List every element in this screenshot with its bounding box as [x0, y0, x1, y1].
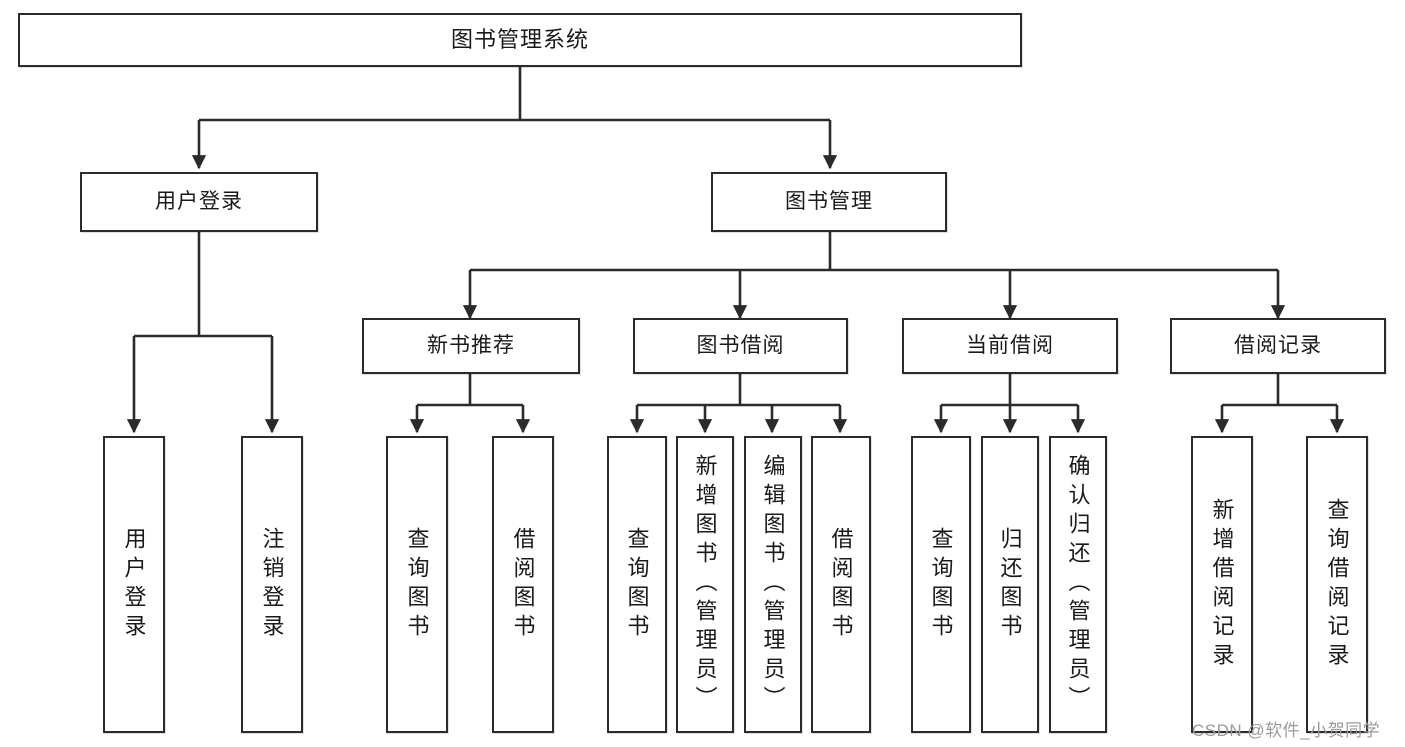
node-book-borrow[interactable]: 图书借阅 [633, 318, 848, 374]
node-leaf-add-borrow-record[interactable]: 新增借阅记录 [1191, 436, 1253, 733]
node-borrow-record[interactable]: 借阅记录 [1170, 318, 1386, 374]
node-label: 图书管理系统 [450, 26, 589, 52]
node-label: 用户登录 [155, 190, 243, 214]
node-label: 查询图书 [928, 526, 954, 643]
node-new-book-recommend[interactable]: 新书推荐 [362, 318, 580, 374]
node-label: 图书管理 [785, 190, 873, 214]
node-label: 用户登录 [121, 526, 147, 643]
node-label: 归还图书 [997, 526, 1023, 643]
node-user-login[interactable]: 用户登录 [80, 172, 318, 232]
node-leaf-return-book[interactable]: 归还图书 [981, 436, 1039, 733]
node-label: 新书推荐 [427, 334, 515, 358]
node-label: 借阅记录 [1234, 334, 1322, 358]
node-label: 新增图书（管理员） [692, 454, 718, 715]
node-leaf-query-book-recommend[interactable]: 查询图书 [386, 436, 448, 733]
csdn-watermark: CSDN @软件_小贺同学 [1192, 721, 1381, 740]
node-leaf-user-login[interactable]: 用户登录 [103, 436, 165, 733]
node-label: 查询图书 [624, 526, 650, 643]
node-leaf-user-logout[interactable]: 注销登录 [241, 436, 303, 733]
node-leaf-edit-book-admin[interactable]: 编辑图书（管理员） [744, 436, 802, 733]
node-leaf-query-book-borrow[interactable]: 查询图书 [607, 436, 667, 733]
node-root-book-management-system[interactable]: 图书管理系统 [18, 13, 1022, 67]
node-leaf-query-book-current[interactable]: 查询图书 [911, 436, 971, 733]
node-book-management[interactable]: 图书管理 [711, 172, 947, 232]
node-leaf-add-book-admin[interactable]: 新增图书（管理员） [676, 436, 734, 733]
node-label: 编辑图书（管理员） [760, 454, 786, 715]
node-label: 注销登录 [259, 526, 285, 643]
node-label: 确认归还（管理员） [1065, 454, 1091, 715]
node-label: 借阅图书 [828, 526, 854, 643]
node-leaf-borrow-book[interactable]: 借阅图书 [811, 436, 871, 733]
node-leaf-borrow-book-recommend[interactable]: 借阅图书 [492, 436, 554, 733]
node-label: 当前借阅 [966, 334, 1054, 358]
node-label: 查询图书 [404, 526, 430, 643]
node-label: 图书借阅 [696, 334, 785, 358]
node-leaf-confirm-return-admin[interactable]: 确认归还（管理员） [1049, 436, 1107, 733]
node-current-borrow[interactable]: 当前借阅 [902, 318, 1118, 374]
node-label: 查询借阅记录 [1324, 497, 1350, 672]
node-leaf-query-borrow-record[interactable]: 查询借阅记录 [1306, 436, 1368, 733]
node-label: 新增借阅记录 [1209, 497, 1235, 672]
node-label: 借阅图书 [510, 526, 536, 643]
